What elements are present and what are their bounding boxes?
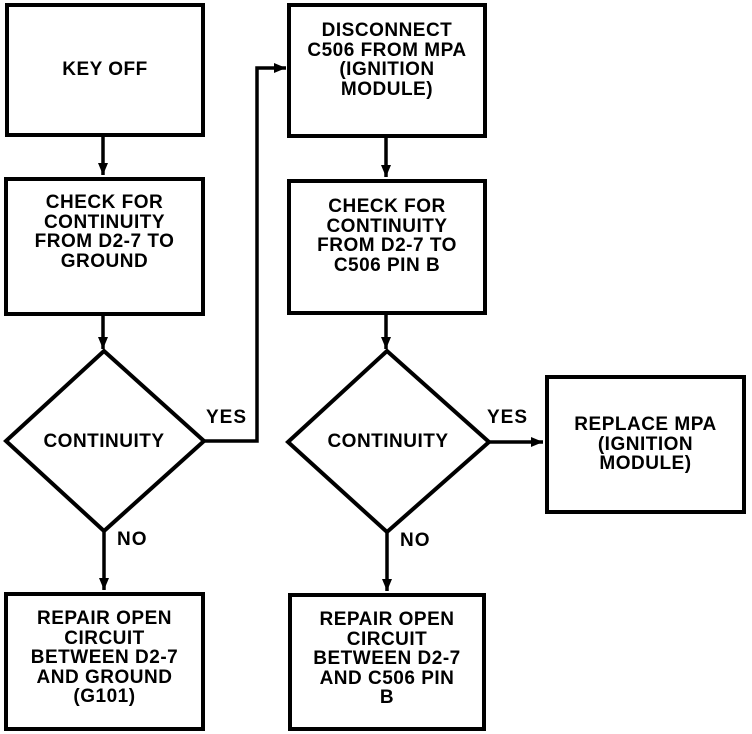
process-box-key-off: KEY OFF xyxy=(5,3,205,137)
edge-label-no-left: NO xyxy=(117,529,148,550)
decision-label-continuity-left: CONTINUITY xyxy=(43,431,165,452)
process-box-repair-open-circuit-ground: REPAIR OPEN CIRCUIT BETWEEN D2-7 AND GRO… xyxy=(4,592,205,731)
edge-label-no-right: NO xyxy=(400,530,431,551)
decision-label-continuity-right: CONTINUITY xyxy=(327,431,449,452)
process-box-replace-mpa: REPLACE MPA (IGNITION MODULE) xyxy=(545,375,746,514)
process-box-disconnect-c506: DISCONNECT C506 FROM MPA (IGNITION MODUL… xyxy=(287,3,487,138)
node-label: REPLACE MPA (IGNITION MODULE) xyxy=(574,414,717,475)
node-label: REPAIR OPEN CIRCUIT BETWEEN D2-7 AND C50… xyxy=(313,609,461,708)
edge-label-yes-left: YES xyxy=(206,407,248,428)
node-label: CHECK FOR CONTINUITY FROM D2-7 TO GROUND xyxy=(34,192,175,272)
connector-yes-left-to-disconnect xyxy=(204,63,286,443)
edge-label-yes-right: YES xyxy=(487,407,529,428)
process-box-check-continuity-c506: CHECK FOR CONTINUITY FROM D2-7 TO C506 P… xyxy=(287,179,487,315)
process-box-check-continuity-ground: CHECK FOR CONTINUITY FROM D2-7 TO GROUND xyxy=(4,177,205,316)
node-label: CHECK FOR CONTINUITY FROM D2-7 TO C506 P… xyxy=(317,196,457,276)
process-box-repair-open-circuit-c506: REPAIR OPEN CIRCUIT BETWEEN D2-7 AND C50… xyxy=(288,593,486,731)
node-label: DISCONNECT C506 FROM MPA (IGNITION MODUL… xyxy=(307,20,467,100)
node-label: REPAIR OPEN CIRCUIT BETWEEN D2-7 AND GRO… xyxy=(30,608,179,707)
node-label: KEY OFF xyxy=(62,59,148,81)
